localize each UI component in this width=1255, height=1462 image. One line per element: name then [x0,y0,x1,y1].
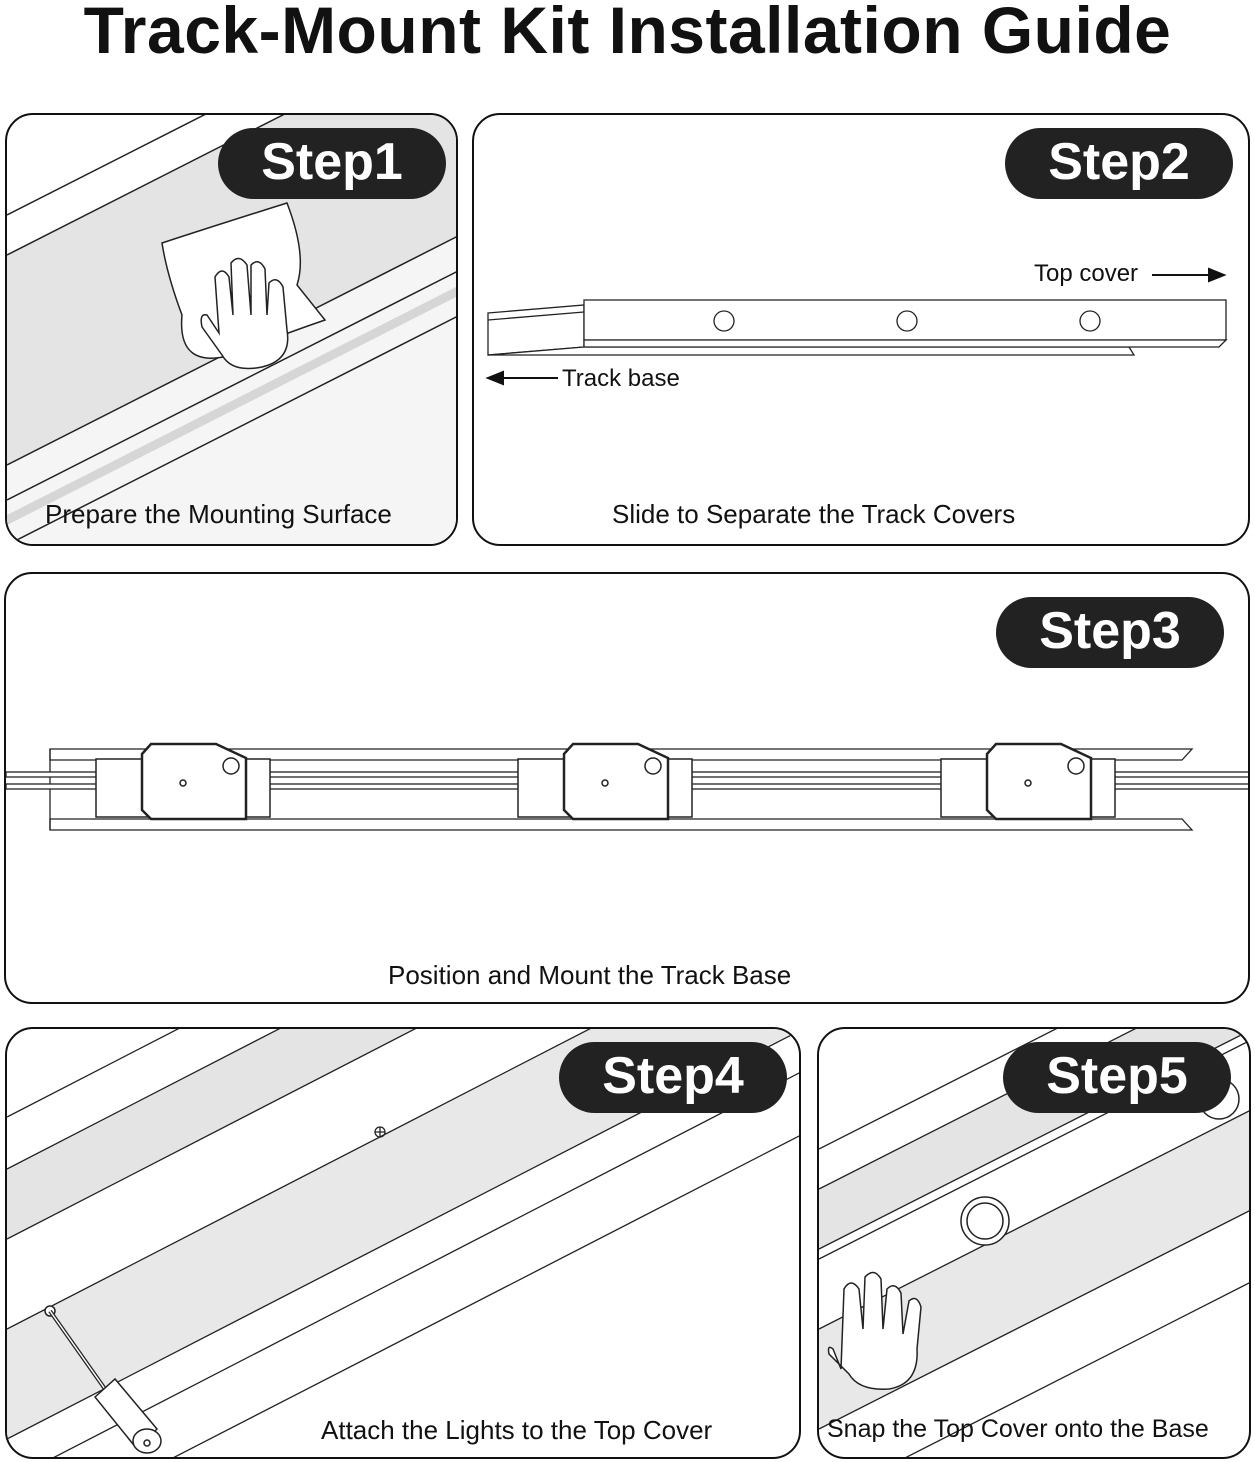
step4-badge: Step4 [559,1042,787,1113]
hand-icon [200,257,289,370]
step5-badge: Step5 [1003,1042,1231,1113]
step5-caption: Snap the Top Cover onto the Base [827,1415,1209,1443]
step4-panel: Step4 Attach the Lights to the Top Cover [5,1027,801,1459]
track-base [487,304,1136,356]
track-base-label: Track base [562,365,680,392]
mount-bracket [517,742,693,821]
arrow-left-icon [485,370,558,386]
top-cover-label: Top cover [1034,260,1139,287]
step1-badge: Step1 [218,128,446,199]
hand-icon [827,1271,922,1390]
mounting-surface-illustration [7,115,456,544]
step3-caption: Position and Mount the Track Base [388,960,792,990]
screw-hole-icon [374,1126,386,1138]
attach-lights-illustration [7,1029,799,1457]
mount-bracket [940,742,1116,821]
light-hole-icon [960,1078,1240,1246]
step5-panel: Step5 Snap the Top Cover onto the Base [817,1027,1251,1459]
step4-caption: Attach the Lights to the Top Cover [321,1415,713,1445]
step3-badge: Step3 [996,597,1224,668]
track-covers-illustration [485,267,1228,386]
track-base-mount-illustration [6,742,1248,831]
step3-panel: Step3 Position and Mount the Track Base [4,572,1250,1004]
step1-panel: Step1 Prepare the Mounting Surface [5,113,458,546]
screwdriver-icon [44,1305,162,1454]
step2-badge: Step2 [1005,128,1233,199]
page-title: Track-Mount Kit Installation Guide [83,0,1172,67]
arrow-right-icon [1152,267,1227,283]
step2-caption: Slide to Separate the Track Covers [612,499,1016,529]
mount-bracket [95,742,271,821]
step2-panel: Top cover Track base Step2 Slide to Sepa… [472,113,1250,546]
top-cover [583,299,1228,348]
step1-caption: Prepare the Mounting Surface [45,499,392,529]
